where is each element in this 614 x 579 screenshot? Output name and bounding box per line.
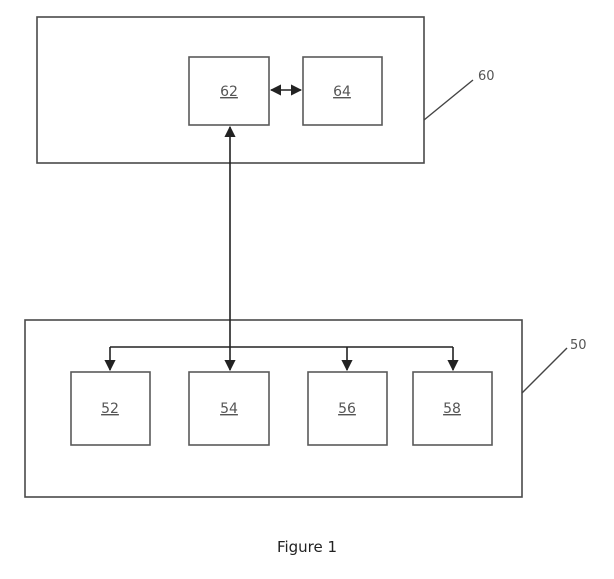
- ref-label-50: 50: [570, 338, 587, 353]
- component-label-62: 62: [220, 84, 238, 100]
- system-box-50: [24, 319, 523, 498]
- component-label-56: 56: [338, 401, 356, 417]
- figure-caption: Figure 1: [276, 538, 338, 556]
- component-box-52: [70, 371, 151, 446]
- leader-line-50: [521, 347, 568, 394]
- component-box-64: [302, 56, 383, 126]
- leader-line-60: [423, 79, 474, 121]
- component-box-54: [188, 371, 270, 446]
- component-box-62: [188, 56, 270, 126]
- component-label-54: 54: [220, 401, 238, 417]
- component-label-58: 58: [443, 401, 461, 417]
- component-label-52: 52: [101, 401, 119, 417]
- component-box-56: [307, 371, 388, 446]
- component-box-58: [412, 371, 493, 446]
- component-label-64: 64: [333, 84, 351, 100]
- ref-label-60: 60: [478, 69, 495, 84]
